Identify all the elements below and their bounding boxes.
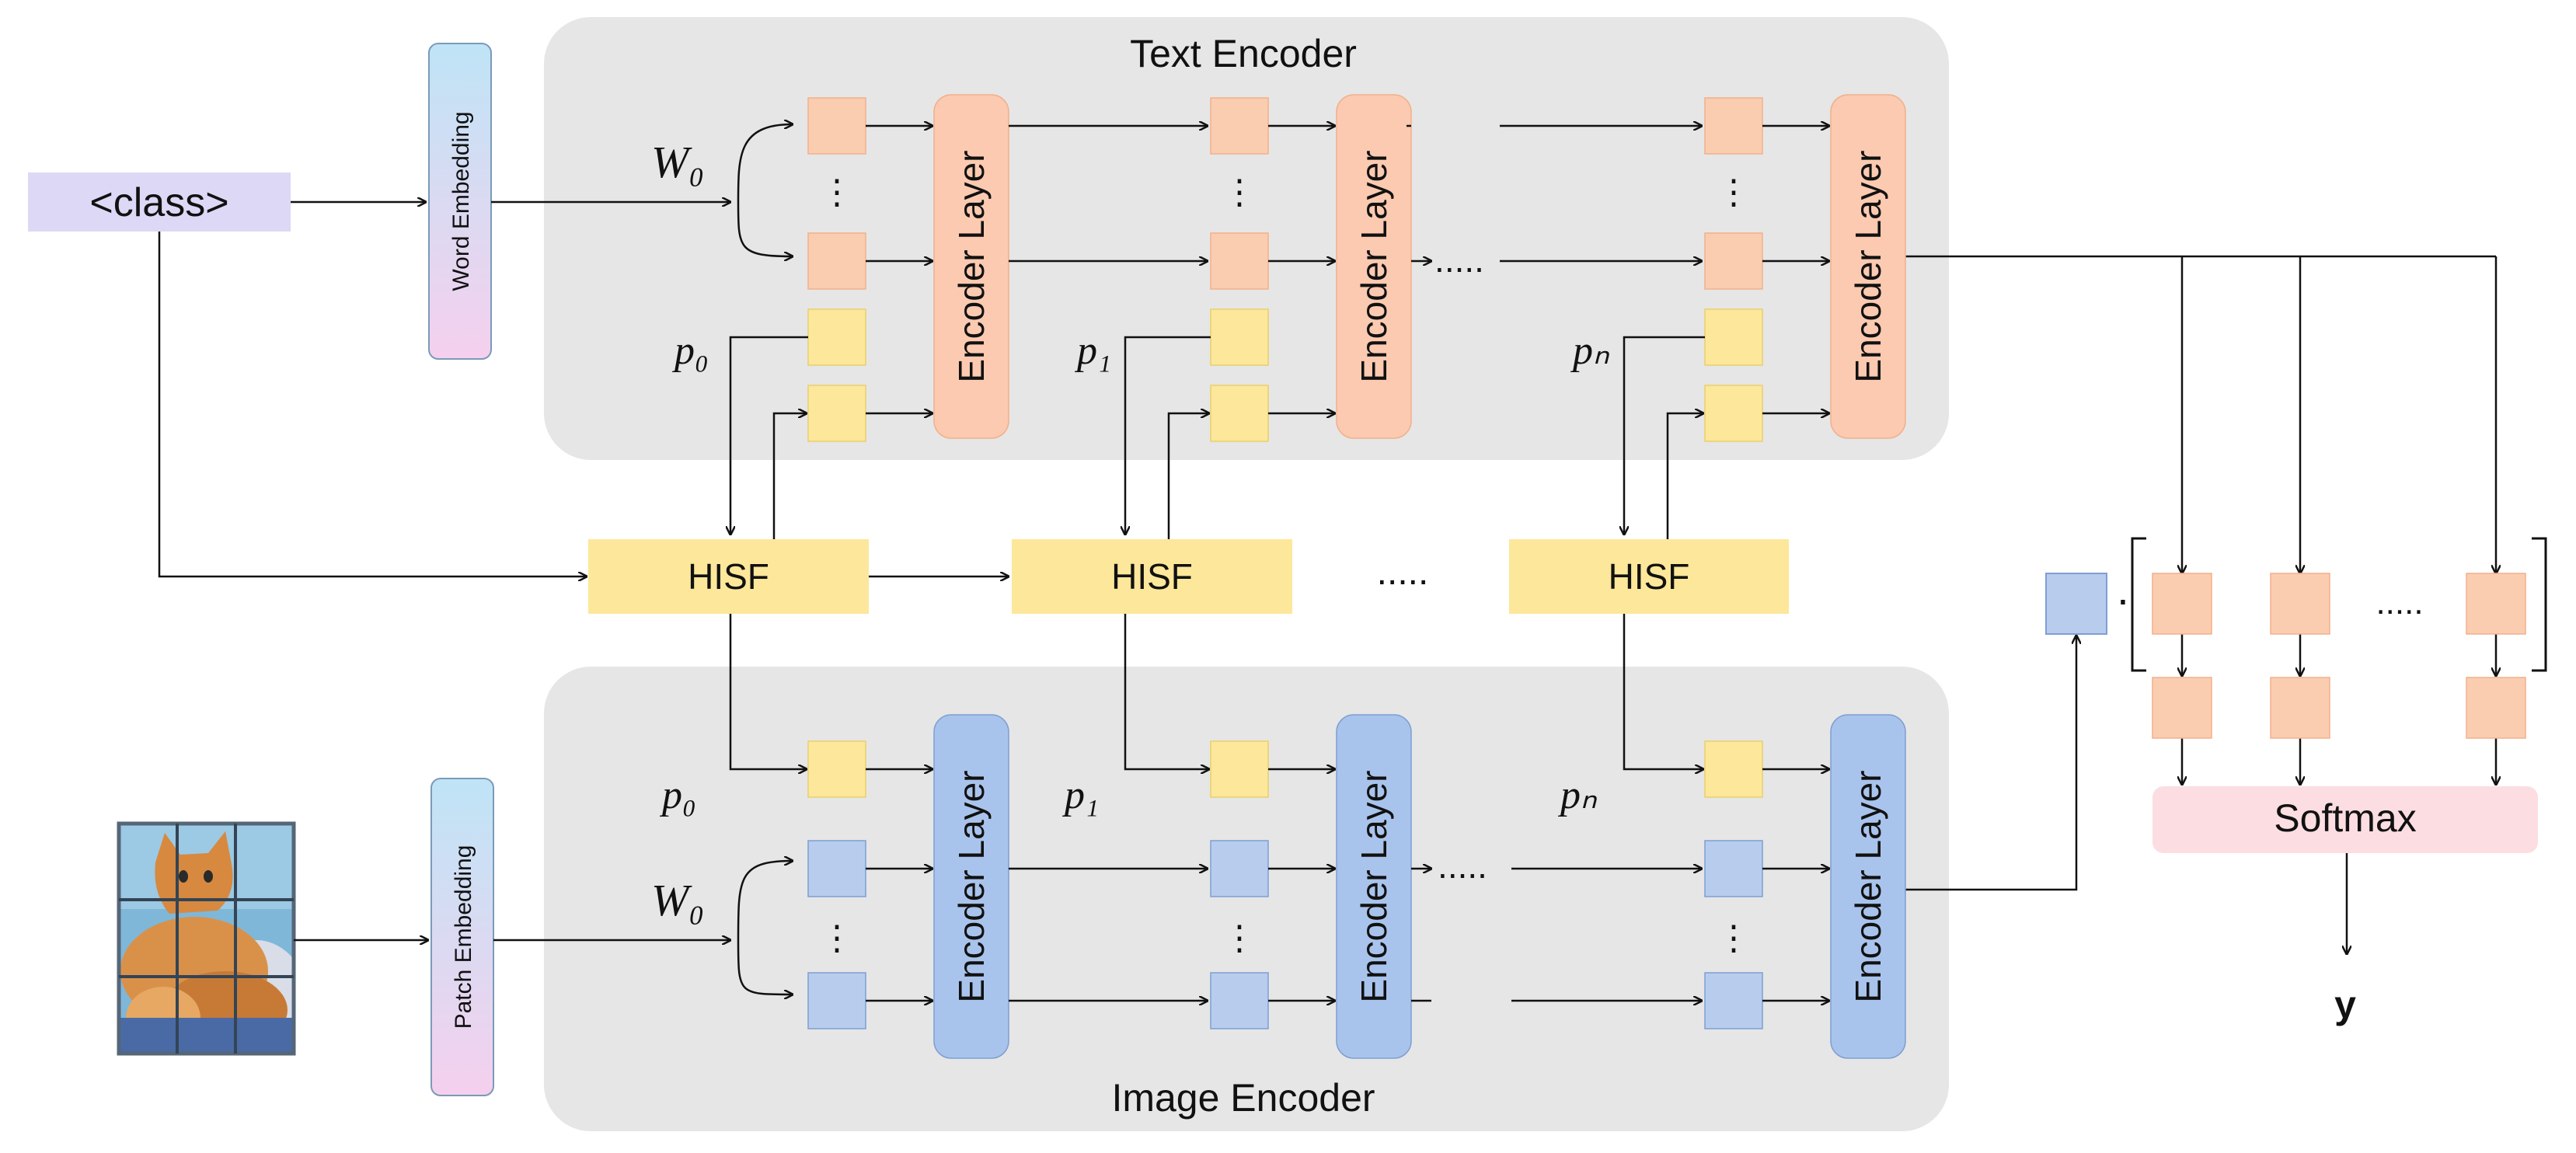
connectors — [158, 124, 2496, 995]
text-encoder-layer — [1336, 94, 1412, 439]
prompt-to-hisf-arrow — [1125, 336, 1211, 535]
text-prompt-label: pₙ — [1570, 329, 1610, 373]
image-encoder-layer — [1336, 714, 1412, 1059]
prompt-token — [1704, 308, 1763, 366]
text-token — [807, 232, 866, 290]
image-encoder-layer-label: Encoder Layer — [951, 770, 992, 1002]
softmax-block — [2152, 786, 2538, 853]
prompt-token — [807, 385, 866, 442]
image-encoder-layer — [1830, 714, 1906, 1059]
prompt-token — [1704, 740, 1763, 798]
image-encoder-layer-label: Encoder Layer — [1848, 770, 1888, 1002]
hisf-to-prompt-arrow — [1167, 413, 1209, 539]
layer-ellipsis: ..... — [1438, 845, 1487, 886]
text-encoder-layer-label: Encoder Layer — [1354, 150, 1394, 382]
patch-embedding-block — [430, 778, 494, 1096]
prompt-token — [1210, 740, 1269, 798]
hisf-label: HISF — [1111, 556, 1193, 597]
prompt-to-hisf-arrow — [730, 336, 808, 535]
similarity-token — [2466, 677, 2526, 739]
prompt-to-hisf-arrow — [1624, 336, 1705, 535]
text-token — [1704, 97, 1763, 155]
hisf-label: HISF — [688, 556, 769, 597]
hisf-to-image-prompt-arrow — [729, 614, 807, 769]
head-ellipsis: ..... — [2376, 583, 2423, 622]
cat-image — [117, 821, 296, 1056]
class-token-label: <class> — [89, 180, 228, 225]
vertical-ellipsis: ⋮ — [1222, 173, 1257, 211]
text-token — [807, 97, 866, 155]
image-token — [1704, 840, 1763, 897]
image-prompt-label: p₀ — [659, 773, 696, 817]
text-token — [1704, 232, 1763, 290]
image-encoder-panel — [544, 667, 1949, 1131]
hisf-block — [1012, 539, 1292, 614]
dot-product-symbol: · — [2116, 574, 2131, 623]
text-token — [1210, 232, 1269, 290]
text-encoder-layer-label: Encoder Layer — [1848, 150, 1888, 382]
image-feature-token — [2045, 573, 2107, 635]
text-encoder-layer-label: Encoder Layer — [951, 150, 992, 382]
hisf-to-prompt-arrow — [772, 413, 807, 539]
softmax-label: Softmax — [2274, 796, 2416, 840]
hisf-to-image-prompt-arrow — [1623, 614, 1703, 769]
text-prompt-label: p₁ — [1074, 329, 1111, 373]
hisf-ellipsis: ..... — [1377, 552, 1429, 593]
text-encoder-title: Text Encoder — [1130, 32, 1357, 75]
image-token — [807, 840, 866, 897]
image-w0-label: W₀ — [651, 875, 704, 925]
text-encoder-layer — [933, 94, 1009, 439]
prompt-token — [807, 308, 866, 366]
text-feature-token — [2466, 573, 2526, 635]
text-feature-token — [2152, 573, 2212, 635]
vertical-ellipsis: ⋮ — [820, 919, 854, 957]
image-encoder-title: Image Encoder — [1111, 1076, 1375, 1120]
vertical-ellipsis: ⋮ — [1717, 919, 1751, 957]
image-prompt-label: p₁ — [1061, 773, 1099, 817]
vertical-ellipsis: ⋮ — [1717, 173, 1751, 211]
patch-embedding-label: Patch Embedding — [451, 845, 476, 1029]
image-prompt-label: pₙ — [1557, 773, 1598, 817]
similarity-token — [2152, 677, 2212, 739]
image-token — [1210, 840, 1269, 897]
prompt-token — [1210, 385, 1269, 442]
image-token — [807, 972, 866, 1029]
vertical-ellipsis: ⋮ — [1222, 919, 1257, 957]
prompt-token — [1704, 385, 1763, 442]
similarity-token — [2270, 677, 2330, 739]
image-encoder-layer-label: Encoder Layer — [1354, 770, 1394, 1002]
layer-ellipsis: ..... — [1434, 239, 1484, 280]
hisf-label: HISF — [1609, 556, 1690, 597]
word-embedding-label: Word Embedding — [448, 111, 474, 291]
bracket-left — [2131, 537, 2146, 672]
prompt-token — [1210, 308, 1269, 366]
text-token — [1210, 97, 1269, 155]
text-w0-label: W₀ — [651, 137, 704, 187]
output-label: y — [2334, 983, 2356, 1026]
text-feature-token — [2270, 573, 2330, 635]
hisf-to-image-prompt-arrow — [1124, 614, 1209, 769]
image-token — [1704, 972, 1763, 1029]
class-token-box — [28, 172, 291, 232]
vertical-ellipsis: ⋮ — [820, 173, 854, 211]
prompt-token — [807, 740, 866, 798]
image-encoder-layer — [933, 714, 1009, 1059]
bracket-right — [2532, 537, 2547, 672]
hisf-block — [588, 539, 869, 614]
text-prompt-label: p₀ — [671, 329, 709, 373]
hisf-block — [1509, 539, 1789, 614]
text-encoder-layer — [1830, 94, 1906, 439]
hisf-to-prompt-arrow — [1666, 413, 1703, 539]
image-token — [1210, 972, 1269, 1029]
